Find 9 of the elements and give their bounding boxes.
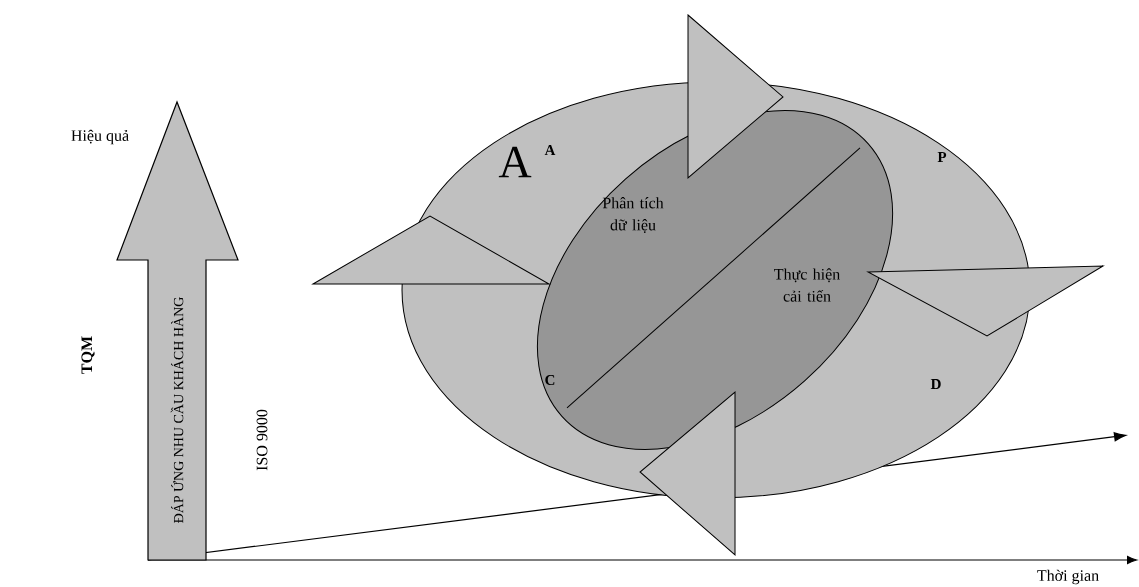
axis-label: TQM (81, 336, 95, 374)
quadrant-letter: A (544, 145, 556, 155)
ellipse-label: Thực hiện cải tiến (774, 268, 840, 302)
quadrant-letter: P (937, 152, 947, 162)
axis-label: ISO 9000 (256, 409, 268, 471)
quadrant-letter: D (930, 379, 941, 389)
ellipse-label: Phân tích dữ liệu (602, 197, 664, 233)
axis-label: Thời gian (1037, 569, 1099, 585)
quadrant-letter: C (545, 374, 555, 386)
